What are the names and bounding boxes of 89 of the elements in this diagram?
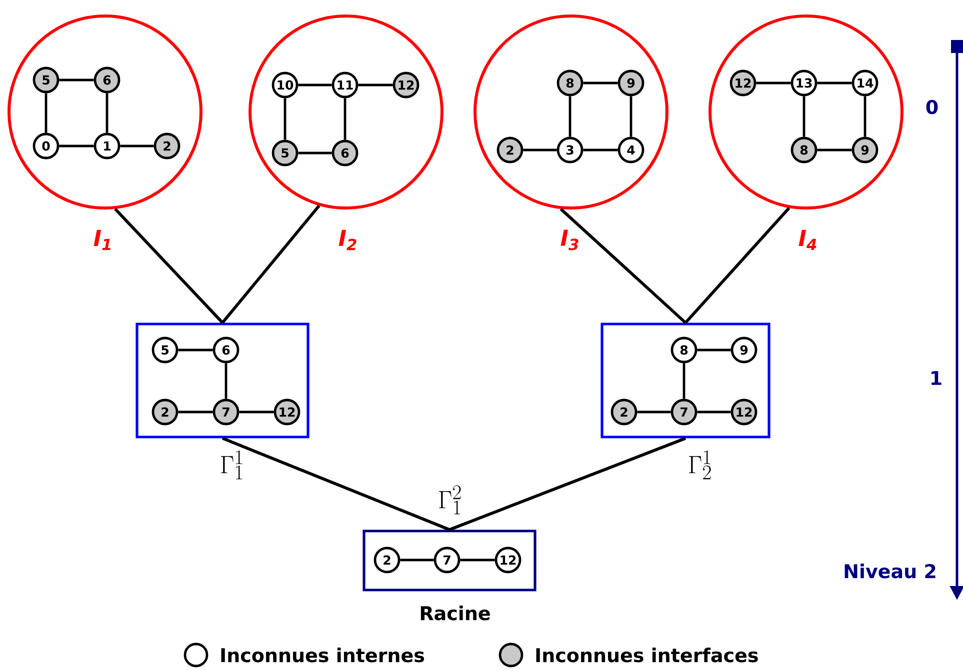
level-label: 0: [926, 100, 938, 114]
connector-line: [222, 436, 450, 532]
level-label: Niveau 2: [844, 564, 936, 578]
graph-vertex: 6: [94, 66, 120, 94]
connector-line: [448, 436, 686, 532]
connector-line: [59, 144, 94, 148]
graph-vertex: 2: [610, 398, 638, 426]
graph-vertex: 12: [274, 398, 300, 426]
subdomain-label: I$_{3}$: [560, 230, 578, 250]
connector-line: [284, 98, 286, 140]
connector-line: [400, 558, 434, 562]
connector-line: [630, 96, 632, 137]
graph-vertex: 7: [434, 546, 460, 574]
graph-vertex: 7: [212, 398, 240, 426]
connector-line: [298, 152, 332, 154]
connector-line: [523, 148, 557, 152]
connector-line: [583, 82, 618, 84]
graph-vertex: 14: [852, 70, 878, 96]
connector-line: [697, 348, 731, 352]
graph-vertex: 0: [32, 132, 60, 160]
graph-vertex: 2: [154, 132, 180, 160]
interface-box: [136, 322, 310, 438]
connector-line: [817, 82, 852, 84]
legend-text: Inconnues interfaces: [536, 648, 758, 662]
connector-line: [802, 96, 806, 137]
graph-vertex: 1: [94, 132, 120, 160]
graph-vertex: 5: [32, 66, 60, 94]
connector-line: [44, 93, 48, 133]
graph-vertex: 12: [392, 72, 420, 98]
connector-line: [120, 144, 154, 148]
graph-vertex: 12: [730, 70, 756, 96]
subdomain-label: I$_{1}$: [94, 230, 110, 250]
graph-vertex: 7: [670, 398, 698, 426]
graph-vertex: 3: [556, 136, 584, 164]
graph-vertex: 13: [790, 70, 818, 96]
connector-line: [583, 148, 618, 152]
graph-vertex: 2: [496, 136, 524, 164]
interface-box: [362, 530, 536, 592]
connector-line: [59, 78, 94, 82]
graph-vertex: 12: [730, 398, 758, 426]
connector-line: [460, 558, 495, 562]
graph-vertex: 10: [272, 72, 298, 98]
connector-line: [298, 84, 332, 86]
subdomain-circle: [708, 14, 904, 210]
level-label: 1: [932, 371, 942, 385]
interface-label: $\Gamma_1^1$: [221, 450, 242, 480]
connector-line: [568, 96, 572, 137]
connector-line: [114, 208, 224, 324]
connector-line: [224, 363, 228, 399]
connector-line: [684, 207, 790, 324]
interface-label: $\Gamma_1^2$: [439, 485, 461, 514]
graph-vertex: 9: [618, 70, 644, 96]
legend-text: Inconnues internes: [221, 648, 424, 662]
graph-vertex: 6: [332, 140, 358, 166]
connector-line: [560, 208, 687, 324]
graph-vertex: 5: [152, 336, 178, 364]
graph-vertex: 8: [790, 136, 818, 164]
graph-vertex: 8: [670, 336, 698, 364]
connector-line: [106, 93, 108, 133]
graph-vertex: 9: [730, 336, 758, 364]
connector-line: [178, 348, 213, 352]
graph-vertex: 2: [152, 398, 178, 426]
interface-box: [600, 322, 770, 438]
graph-vertex: 11: [332, 72, 358, 98]
subdomain-circle: [474, 14, 668, 210]
connector-line: [637, 410, 671, 414]
graph-vertex: 2: [374, 546, 400, 574]
subdomain-label: I$_{4}$: [798, 230, 816, 250]
graph-vertex: 6: [212, 336, 240, 364]
connector-line: [239, 410, 274, 414]
interface-label: $\Gamma_2^1$: [689, 450, 711, 480]
connector-line: [697, 410, 731, 414]
connector-line: [756, 82, 791, 84]
connector-line: [178, 410, 213, 414]
connector-line: [358, 84, 393, 86]
graph-vertex: 8: [556, 70, 584, 96]
graph-vertex: 4: [618, 136, 644, 164]
subdomain-circle: [8, 14, 202, 210]
connector-line: [864, 96, 866, 137]
graph-vertex: 12: [494, 546, 522, 574]
connector-line: [221, 204, 320, 324]
connector-line: [344, 98, 346, 140]
subdomain-label: I$_{2}$: [338, 230, 356, 250]
root-label: Racine: [420, 606, 490, 620]
graph-vertex: 5: [272, 140, 298, 166]
connector-line: [817, 148, 852, 152]
graph-vertex: 9: [852, 136, 878, 164]
connector-line: [682, 363, 686, 399]
subdomain-circle: [248, 14, 444, 210]
